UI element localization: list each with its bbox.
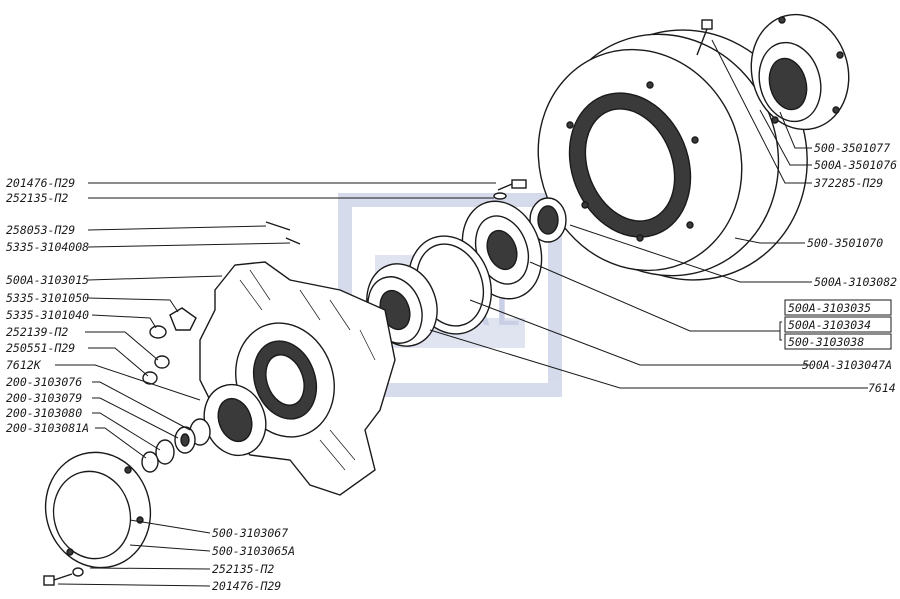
label-part: 201476-П29 bbox=[212, 579, 281, 593]
label-part: 201476-П29 bbox=[6, 176, 75, 190]
label-part: 7614 bbox=[868, 381, 896, 395]
label-part: 500А-3103047А bbox=[802, 358, 892, 372]
drum-bolt bbox=[696, 19, 713, 56]
label-part: 250551-П29 bbox=[6, 341, 75, 355]
label-part: 200-3103079 bbox=[6, 391, 82, 405]
label-part: 200-3103080 bbox=[6, 406, 82, 420]
label-part: 500-3103067 bbox=[212, 526, 288, 540]
label-part: 200-3103081А bbox=[6, 421, 89, 435]
right-labels: 500-3501077 500А-3501076 372285-П29 500-… bbox=[788, 141, 897, 395]
label-part: 500-3501070 bbox=[807, 236, 883, 250]
cap-bolt bbox=[43, 567, 84, 586]
label-part: 500-3103065А bbox=[212, 544, 295, 558]
label-part: 5335-3101040 bbox=[6, 308, 89, 322]
label-part: 5335-3101050 bbox=[6, 291, 89, 305]
label-part: 500-3501077 bbox=[814, 141, 890, 155]
label-part: 200-3103076 bbox=[6, 375, 82, 389]
label-part: 500-3103038 bbox=[788, 335, 864, 349]
label-part: 252135-П2 bbox=[212, 562, 274, 576]
outer-bearing bbox=[141, 383, 267, 473]
cover-plate bbox=[750, 13, 850, 131]
label-part: 500А-3103035 bbox=[788, 301, 871, 315]
left-labels: 201476-П29 252135-П2 258053-П29 5335-310… bbox=[6, 176, 89, 435]
label-part: 252135-П2 bbox=[6, 191, 68, 205]
housing-bolt bbox=[493, 179, 527, 200]
label-part: 252139-П2 bbox=[6, 325, 68, 339]
label-boxes bbox=[784, 299, 892, 350]
label-part: 5335-3104008 bbox=[6, 240, 89, 254]
label-part: 372285-П29 bbox=[813, 176, 883, 190]
hub-cap bbox=[44, 451, 152, 569]
label-part: 7612К bbox=[6, 358, 42, 372]
label-part: 258053-П29 bbox=[6, 223, 75, 237]
pin bbox=[265, 221, 301, 245]
label-part: 500А-3103034 bbox=[788, 318, 871, 332]
label-part: 500А-3501076 bbox=[814, 158, 897, 172]
bottom-labels: 500-3103067 500-3103065А 252135-П2 20147… bbox=[212, 526, 295, 593]
label-part: 500А-3103082 bbox=[814, 275, 897, 289]
leader-lines bbox=[55, 39, 868, 587]
label-part: 500А-3103015 bbox=[6, 273, 89, 287]
outer-race bbox=[529, 197, 567, 243]
